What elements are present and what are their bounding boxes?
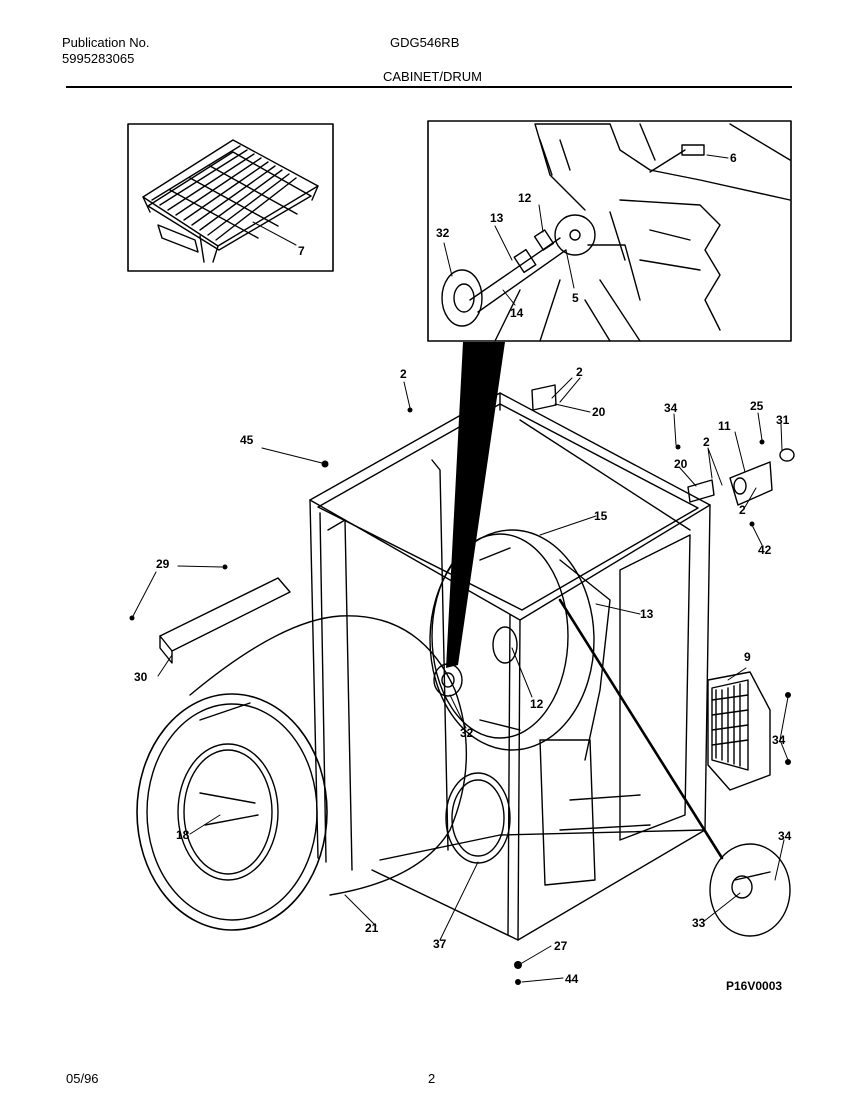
thermostat-detail: [558, 598, 791, 937]
callout-11: 11: [718, 419, 731, 433]
figure-code: P16V0003: [726, 979, 783, 993]
header-rule: [66, 86, 792, 88]
cabinet-frame: [309, 392, 711, 941]
callout-2-top: 2: [400, 367, 407, 381]
callout-6: 6: [730, 151, 737, 165]
callout-34-bottom: 34: [778, 829, 792, 843]
rack-inset: [127, 123, 334, 272]
callout-12: 12: [530, 697, 544, 711]
callout-13-inset: 13: [490, 211, 504, 225]
callout-2-lower: 2: [739, 503, 746, 517]
callout-33: 33: [692, 916, 706, 930]
rear-bulkhead: [429, 529, 595, 751]
callout-37: 37: [433, 937, 447, 951]
callout-7: 7: [298, 244, 305, 258]
section-title: CABINET/DRUM: [383, 69, 482, 84]
callout-32: 32: [460, 726, 474, 740]
callout-12-inset: 12: [518, 191, 532, 205]
drum: [136, 615, 468, 931]
callout-34-heater: 34: [772, 733, 786, 747]
callout-9: 9: [744, 650, 751, 664]
leader-lines: [131, 377, 789, 983]
callout-27: 27: [554, 939, 568, 953]
callout-32-inset: 32: [436, 226, 450, 240]
callout-18: 18: [176, 828, 190, 842]
callout-13: 13: [640, 607, 654, 621]
publication-label: Publication No.: [62, 35, 150, 50]
callout-14: 14: [510, 306, 524, 320]
callout-31: 31: [776, 413, 790, 427]
fasteners: [129, 407, 791, 985]
callout-15: 15: [594, 509, 608, 523]
publication-number: 5995283065: [62, 51, 135, 66]
callout-20-right: 20: [674, 457, 688, 471]
callout-21: 21: [365, 921, 379, 935]
blower-housing: [445, 772, 511, 864]
callout-29: 29: [156, 557, 170, 571]
callout-44: 44: [565, 972, 579, 986]
footer-date: 05/96: [66, 1071, 99, 1086]
callout-42: 42: [758, 543, 772, 557]
heater-box: [707, 671, 771, 791]
callout-25: 25: [750, 399, 764, 413]
page-number: 2: [428, 1071, 436, 1086]
bearing-detail-inset: [427, 120, 792, 342]
callout-5: 5: [572, 291, 579, 305]
callout-20-top: 20: [592, 405, 606, 419]
callout-34-top: 34: [664, 401, 678, 415]
callout-45: 45: [240, 433, 254, 447]
callout-2-switch: 2: [703, 435, 710, 449]
callout-2-bracket: 2: [576, 365, 583, 379]
callout-30: 30: [134, 670, 148, 684]
trim-strip: [159, 577, 291, 664]
drying-rack: [142, 139, 319, 263]
model-number: GDG546RB: [390, 35, 460, 50]
switch-bracket: [531, 384, 795, 506]
